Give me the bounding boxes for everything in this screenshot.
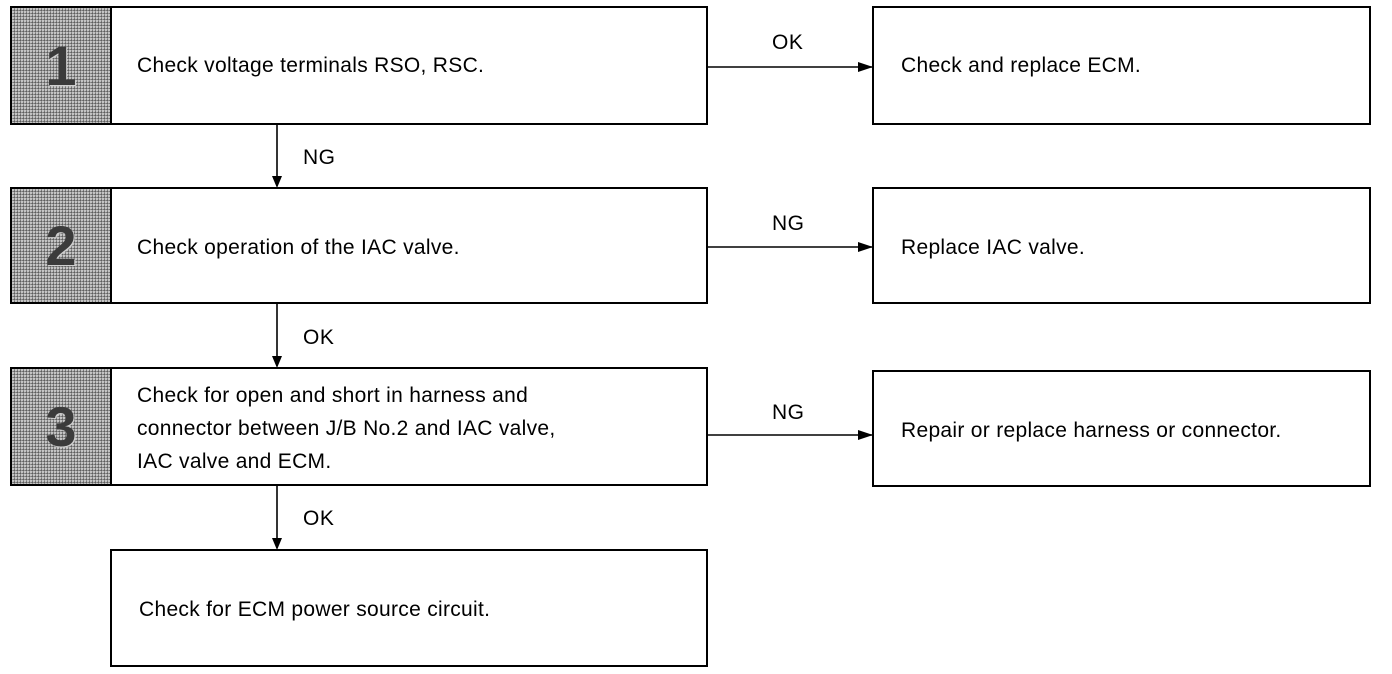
- arrowhead-down-3: [272, 538, 282, 550]
- arrowhead-right-1: [858, 62, 873, 72]
- side-label-2: NG: [772, 212, 805, 235]
- step-text: Check operation of the IAC valve.: [137, 231, 460, 264]
- arrowhead-right-2: [858, 242, 873, 252]
- down-label-2: OK: [303, 326, 335, 349]
- side-action-box-1: Check and replace ECM.: [872, 6, 1371, 125]
- side-action-box-3: Repair or replace harness or connector.: [872, 370, 1371, 487]
- step-number-badge: 2: [12, 189, 112, 302]
- step-text-line: connector between J/B No.2 and IAC valve…: [137, 417, 556, 440]
- step-number-badge: 1: [12, 8, 112, 123]
- step-text-line: Check voltage terminals RSO, RSC.: [137, 54, 485, 77]
- arrowhead-down-2: [272, 356, 282, 368]
- step-number: 1: [45, 33, 77, 97]
- side-action-box-2: Replace IAC valve.: [872, 187, 1371, 304]
- step-2-box: 2 Check operation of the IAC valve.: [10, 187, 708, 304]
- step-text-line: IAC valve and ECM.: [137, 450, 332, 473]
- step-text-line: Check operation of the IAC valve.: [137, 236, 460, 259]
- down-label-1: NG: [303, 146, 336, 169]
- step-text-line: Check for open and short in harness and: [137, 384, 529, 407]
- step-number-badge: 3: [12, 369, 112, 484]
- step-number: 3: [45, 394, 77, 458]
- final-action-box: Check for ECM power source circuit.: [110, 549, 708, 667]
- down-label-3: OK: [303, 507, 335, 530]
- arrowhead-right-3: [858, 430, 873, 440]
- step-3-box: 3 Check for open and short in harness an…: [10, 367, 708, 486]
- step-1-box: 1 Check voltage terminals RSO, RSC.: [10, 6, 708, 125]
- step-text: Check for open and short in harness and …: [137, 379, 556, 478]
- arrowhead-down-1: [272, 176, 282, 188]
- side-action-text: Repair or replace harness or connector.: [901, 419, 1282, 442]
- side-action-text: Replace IAC valve.: [901, 236, 1085, 259]
- side-action-text: Check and replace ECM.: [901, 54, 1142, 77]
- final-action-text: Check for ECM power source circuit.: [139, 598, 491, 621]
- step-text: Check voltage terminals RSO, RSC.: [137, 49, 484, 82]
- side-label-3: NG: [772, 401, 805, 424]
- side-label-1: OK: [772, 31, 804, 54]
- step-number: 2: [45, 213, 77, 277]
